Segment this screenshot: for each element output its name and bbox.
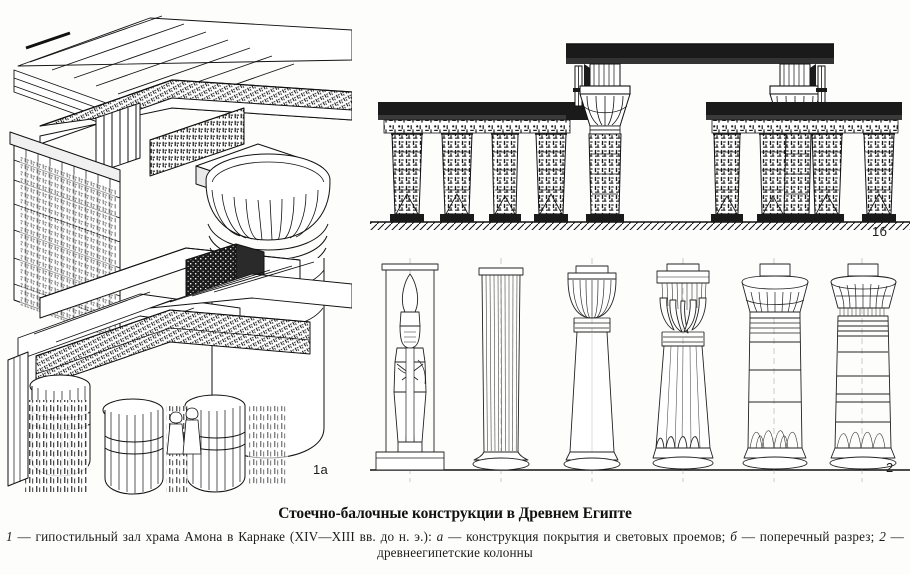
inscribed-beam-upper	[149, 107, 245, 177]
caption-marker-2: 2	[879, 529, 886, 544]
figure-label-1b: 1б	[872, 224, 888, 239]
column-osiris-pillar	[375, 263, 445, 471]
column-papyrus-bud	[563, 265, 621, 471]
lower-column-b	[102, 398, 164, 495]
column-types-drawing	[370, 252, 910, 488]
lower-column-c	[184, 394, 246, 493]
roof-slabs-lower-right	[149, 261, 352, 309]
left-aisle	[378, 102, 574, 222]
figure-title: Стоечно-балочные конструкции в Древнем Е…	[278, 505, 632, 522]
corner-pier	[7, 351, 29, 487]
column-lotus-bud-bundle	[652, 263, 714, 470]
caption-text-1: — гипостильный зал храма Амона в Карнаке…	[12, 529, 437, 544]
lower-architrave	[35, 309, 311, 389]
roof-slabs-upper	[17, 15, 352, 111]
figure-label-1a: 1а	[313, 462, 329, 477]
right-aisle	[706, 102, 902, 222]
section-column-6	[757, 133, 789, 222]
column-proto-doric	[472, 267, 530, 471]
nave	[566, 43, 834, 222]
nave-column-left	[579, 63, 631, 222]
caption-text-2: — древнеегипетские колонны	[377, 529, 904, 560]
figure-label-2: 2	[886, 460, 894, 475]
section-column-7	[810, 133, 844, 222]
axono-geometry	[7, 15, 352, 495]
section-column-1	[390, 133, 424, 222]
section-column-3	[489, 133, 521, 222]
caption-text-a: — конструкция покрытия и световых проемо…	[443, 529, 731, 544]
section-column-2	[440, 133, 474, 222]
column-papyrus-open	[741, 263, 809, 470]
caption-marker-1: 1	[6, 529, 13, 544]
caption-marker-a: а	[436, 529, 444, 544]
osiride-statue	[393, 273, 427, 443]
ground-line	[370, 221, 910, 230]
caption-marker-b: б	[730, 529, 737, 544]
wall-cornice-band	[9, 131, 121, 183]
caption-block: Стоечно-балочные конструкции в Древнем Е…	[0, 505, 910, 560]
cross-section-drawing	[370, 14, 910, 252]
column-composite	[829, 263, 897, 470]
section-column-4	[534, 133, 568, 222]
figure-caption: 1 — гипостильный зал храма Амона в Карна…	[6, 529, 904, 560]
caption-text-b: — поперечный разрез;	[737, 529, 880, 544]
section-column-5	[711, 133, 743, 222]
clerestory-window	[95, 102, 141, 174]
section-column-8	[862, 133, 896, 222]
axonometric-drawing	[0, 8, 352, 496]
standing-figure-pair	[166, 407, 202, 455]
section-geometry	[370, 43, 910, 230]
